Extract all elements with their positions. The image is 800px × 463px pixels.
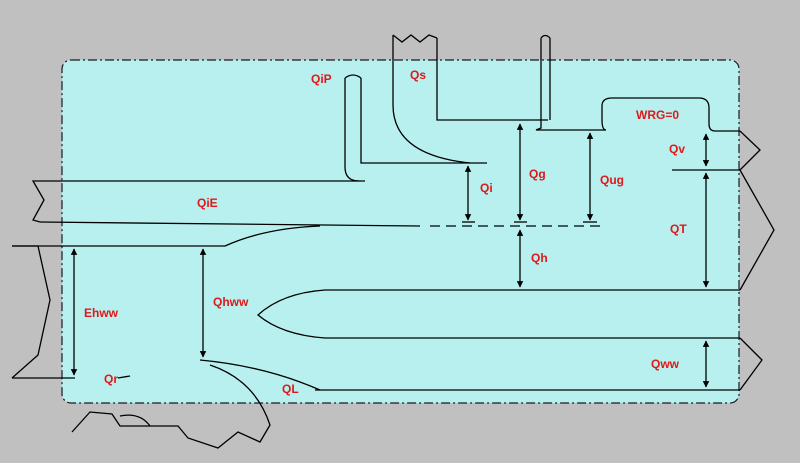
label-qv: Qv [669,142,685,156]
qr-tick [117,375,131,379]
wrg-tank [601,97,740,132]
label-qs: Qs [410,68,426,82]
label-qie: QiE [197,196,218,210]
label-qr: Qr [104,372,118,386]
label-qug: Qug [600,173,624,187]
qie-pipe-bottom [39,221,421,227]
wrg-pipe-left [535,38,606,131]
ql-pipe [199,359,321,391]
qip-pipe-top [344,74,362,79]
qs-pipe-inner [436,38,548,121]
labels: Qs QiP WRG=0 Qv Qi Qg Qug QiE QT Qh Ehww… [84,68,687,396]
label-ehww: Ehww [84,306,119,320]
label-qhww: Qhww [213,295,249,309]
qie-pipe-break [31,180,45,223]
measurement-arrows [70,123,710,388]
label-qt: QT [670,222,687,236]
label-qip: QiP [311,72,332,86]
pipe-lines [11,34,775,449]
wrg-pipe-top [540,34,551,39]
balance-region [61,59,740,404]
qs-pipe [392,35,487,164]
qip-pipe-inner [360,78,470,164]
ql-pipe-lower [71,364,271,449]
label-qi: Qi [480,181,493,195]
label-qww: Qww [651,357,680,371]
label-ql: QL [282,382,299,396]
qs-pipe-break [392,34,438,43]
label-qg: Qg [529,167,546,181]
qww-pipe-break [739,337,763,391]
ql-pipe-lower2 [119,414,151,427]
qt-pipe-break [739,130,761,171]
main-pipe-top [12,225,321,247]
hww-wedge [257,289,740,339]
label-wrg: WRG=0 [636,108,679,122]
label-qh: Qh [531,251,548,265]
qt-pipe-right-break [739,169,775,291]
main-pipe-left-break [11,245,51,379]
